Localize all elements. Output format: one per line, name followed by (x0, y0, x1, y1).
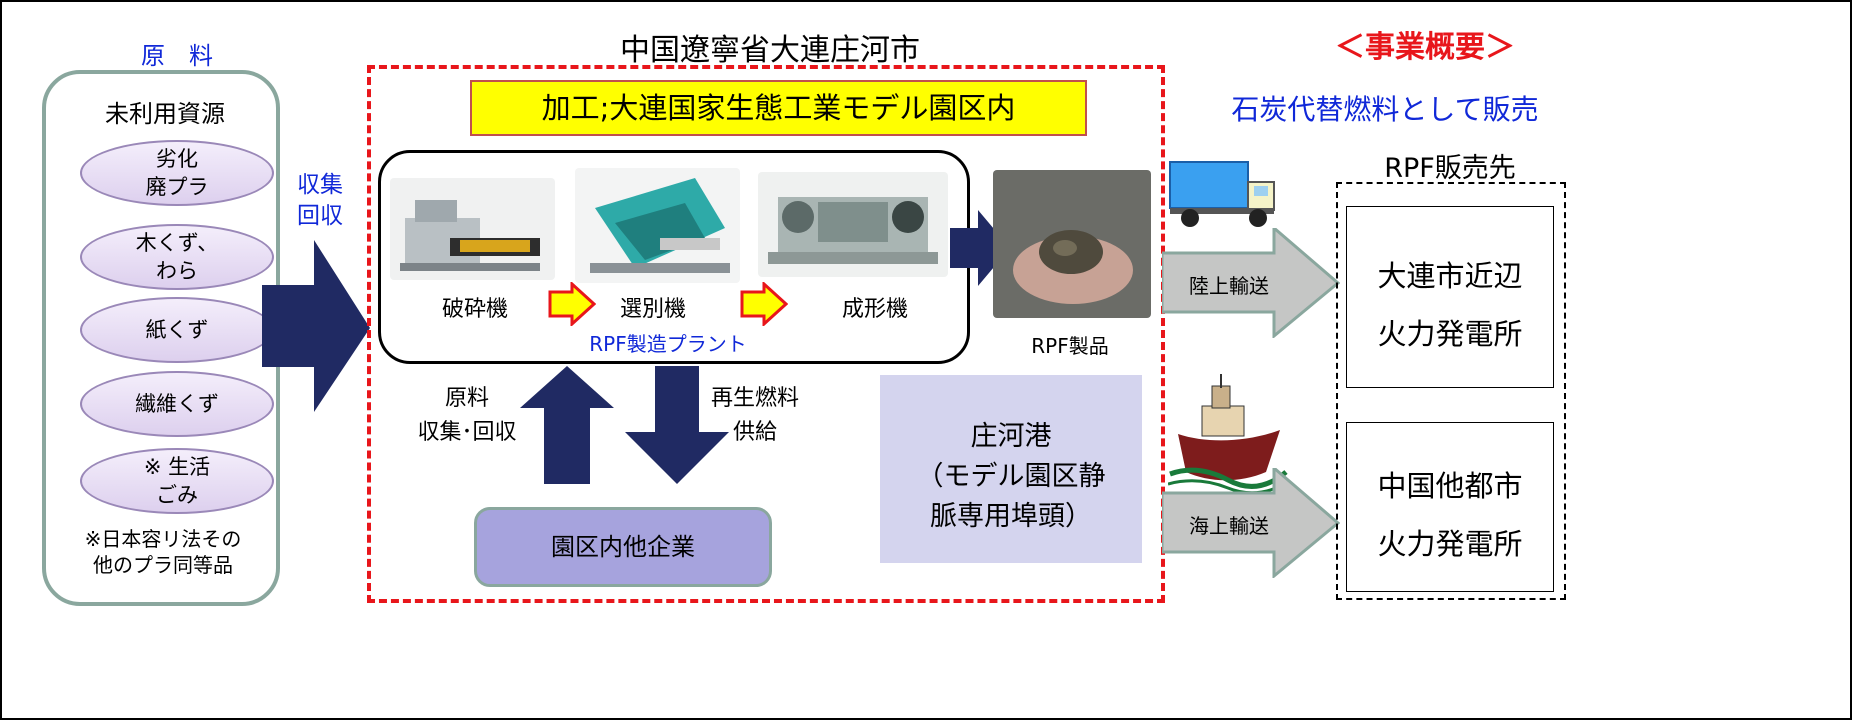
site-title: 中国遼寧省大連庄河市 (620, 33, 920, 68)
plant-label: RPF製造プラント (589, 332, 747, 356)
sea-transport-arrow (1162, 468, 1340, 578)
other-companies-box: 園区内他企業 (474, 507, 772, 587)
land-transport-arrow (1162, 228, 1340, 338)
forming-machine-image (758, 172, 948, 277)
down-arrow (625, 366, 729, 484)
fuel-supply-label: 再生燃料 供給 (710, 386, 799, 445)
port-box: 庄河港 （モデル園区静 脈専用埠頭） (880, 375, 1142, 563)
raw-material-collection-label: 原料 収集･回収 (417, 386, 517, 445)
flow-arrow-1 (548, 282, 596, 326)
sales-note: 石炭代替燃料として販売 (1231, 93, 1539, 126)
processing-banner: 加工;大連国家生態工業モデル園区内 (470, 80, 1087, 136)
rpf-product-image (993, 170, 1151, 318)
sea-transport-label: 海上輸送 (1189, 514, 1269, 538)
collect-label: 収集 回収 (297, 172, 343, 229)
destinations-heading: RPF販売先 (1384, 153, 1516, 184)
up-arrow (520, 366, 614, 484)
rpf-product-label: RPF製品 (1031, 334, 1109, 358)
crusher-label: 破砕機 (441, 297, 508, 322)
material-item-paper: 紙くず (80, 297, 274, 363)
destination-other-cities: 中国他都市 火力発電所 (1346, 422, 1554, 592)
material-item-wood: 木くず、 わら (80, 224, 274, 290)
crusher-image (390, 178, 555, 280)
ship-icon (1168, 374, 1288, 492)
plant-to-product-arrow (950, 210, 1010, 286)
truck-icon (1169, 161, 1275, 227)
collect-arrow (262, 240, 370, 412)
unused-resources-title: 未利用資源 (105, 100, 225, 128)
site-boundary (367, 65, 1165, 603)
flow-arrow-2 (740, 282, 788, 326)
destinations-box (1336, 182, 1566, 600)
land-transport-label: 陸上輸送 (1189, 274, 1269, 298)
raw-materials-heading: 原 料 (141, 42, 213, 70)
material-item-household-waste: ※ 生活 ごみ (80, 448, 274, 514)
forming-machine-label: 成形機 (841, 297, 908, 322)
destination-dalian: 大連市近辺 火力発電所 (1346, 206, 1554, 388)
material-item-fiber: 繊維くず (80, 371, 274, 437)
sorter-image (575, 168, 740, 283)
raw-materials-note: ※日本容リ法その 他のプラ同等品 (84, 527, 242, 577)
business-overview-title: ＜事業概要＞ (1335, 30, 1515, 65)
material-item-plastic: 劣化 廃プラ (80, 140, 274, 206)
sorter-label: 選別機 (619, 297, 686, 322)
